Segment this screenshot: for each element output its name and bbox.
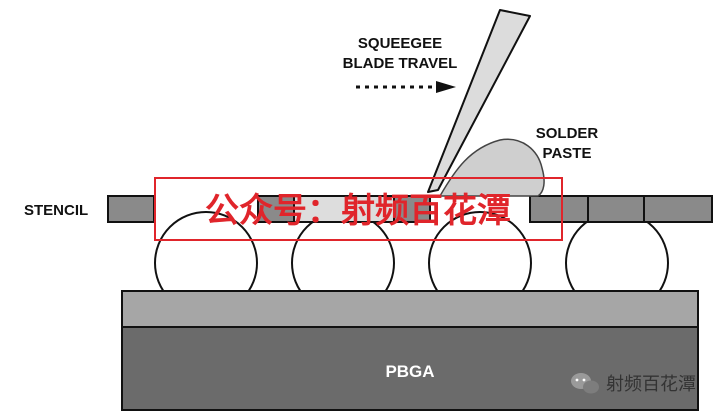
stencil-label: STENCIL	[24, 202, 88, 219]
solder-paste	[438, 138, 545, 197]
stencil-segment-5	[587, 195, 645, 223]
substrate-layer	[121, 290, 699, 328]
stencil-segment-6	[643, 195, 713, 223]
travel-arrow-icon	[356, 81, 456, 93]
solder-paste-label-line1: SOLDER	[536, 125, 599, 142]
solder-paste-label-line2: PASTE	[543, 145, 592, 162]
stencil-segment-4	[529, 195, 589, 223]
watermark-text: 公众号：射频百花潭	[205, 191, 511, 231]
squeegee-label-line1: SQUEEGEE	[358, 35, 442, 52]
package-body	[121, 326, 699, 411]
squeegee-label-line2: BLADE TRAVEL	[343, 55, 458, 72]
squeegee-blade	[427, 9, 531, 193]
stencil	[107, 195, 713, 223]
chat-bubble-icon	[571, 373, 599, 394]
account-name: 射频百花潭	[606, 374, 696, 395]
solder-balls	[154, 211, 669, 315]
stencil-segment-3	[393, 195, 431, 223]
account-badge: 射频百花潭	[571, 373, 696, 395]
package-label: PBGA	[385, 362, 434, 381]
stencil-segment-1	[107, 195, 155, 223]
stencil-aperture-filled	[293, 195, 395, 223]
watermark-frame	[154, 177, 563, 241]
